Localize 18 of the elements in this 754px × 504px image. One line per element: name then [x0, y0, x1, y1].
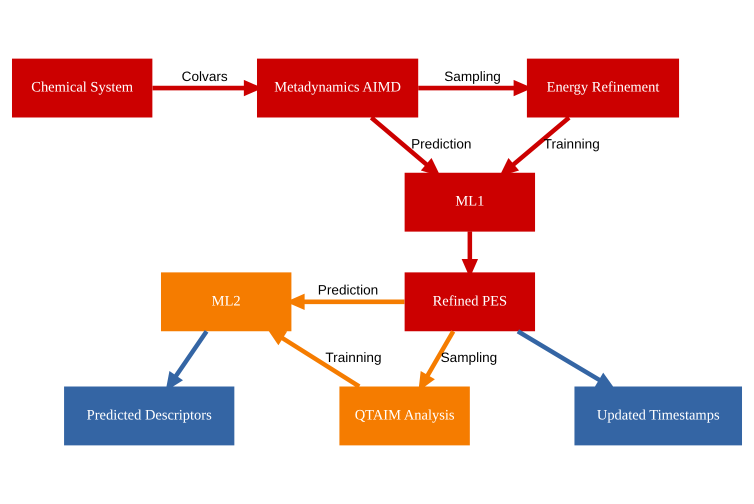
arrow — [516, 329, 616, 390]
node-box: ML2 — [160, 272, 292, 332]
node-box: Metadynamics AIMD — [257, 58, 418, 118]
node-box: Energy Refinement — [526, 58, 680, 118]
edge-label: Trainning — [544, 136, 600, 152]
edge-label: Trainning — [325, 350, 382, 366]
edge-label: Prediction — [411, 136, 472, 152]
edge-label: Colvars — [182, 68, 228, 84]
node-box: Predicted Descriptors — [64, 386, 234, 446]
node-box: Refined PES — [404, 272, 536, 332]
node-box: ML1 — [404, 172, 536, 232]
edge-label: Sampling — [440, 350, 498, 366]
node-box: Updated Timestamps — [574, 386, 742, 446]
node-box: QTAIM Analysis — [339, 386, 470, 446]
node-box: Chemical System — [12, 58, 152, 118]
edge-label: Prediction — [318, 282, 378, 298]
arrow — [266, 328, 360, 388]
edge-label: Sampling — [444, 68, 501, 84]
